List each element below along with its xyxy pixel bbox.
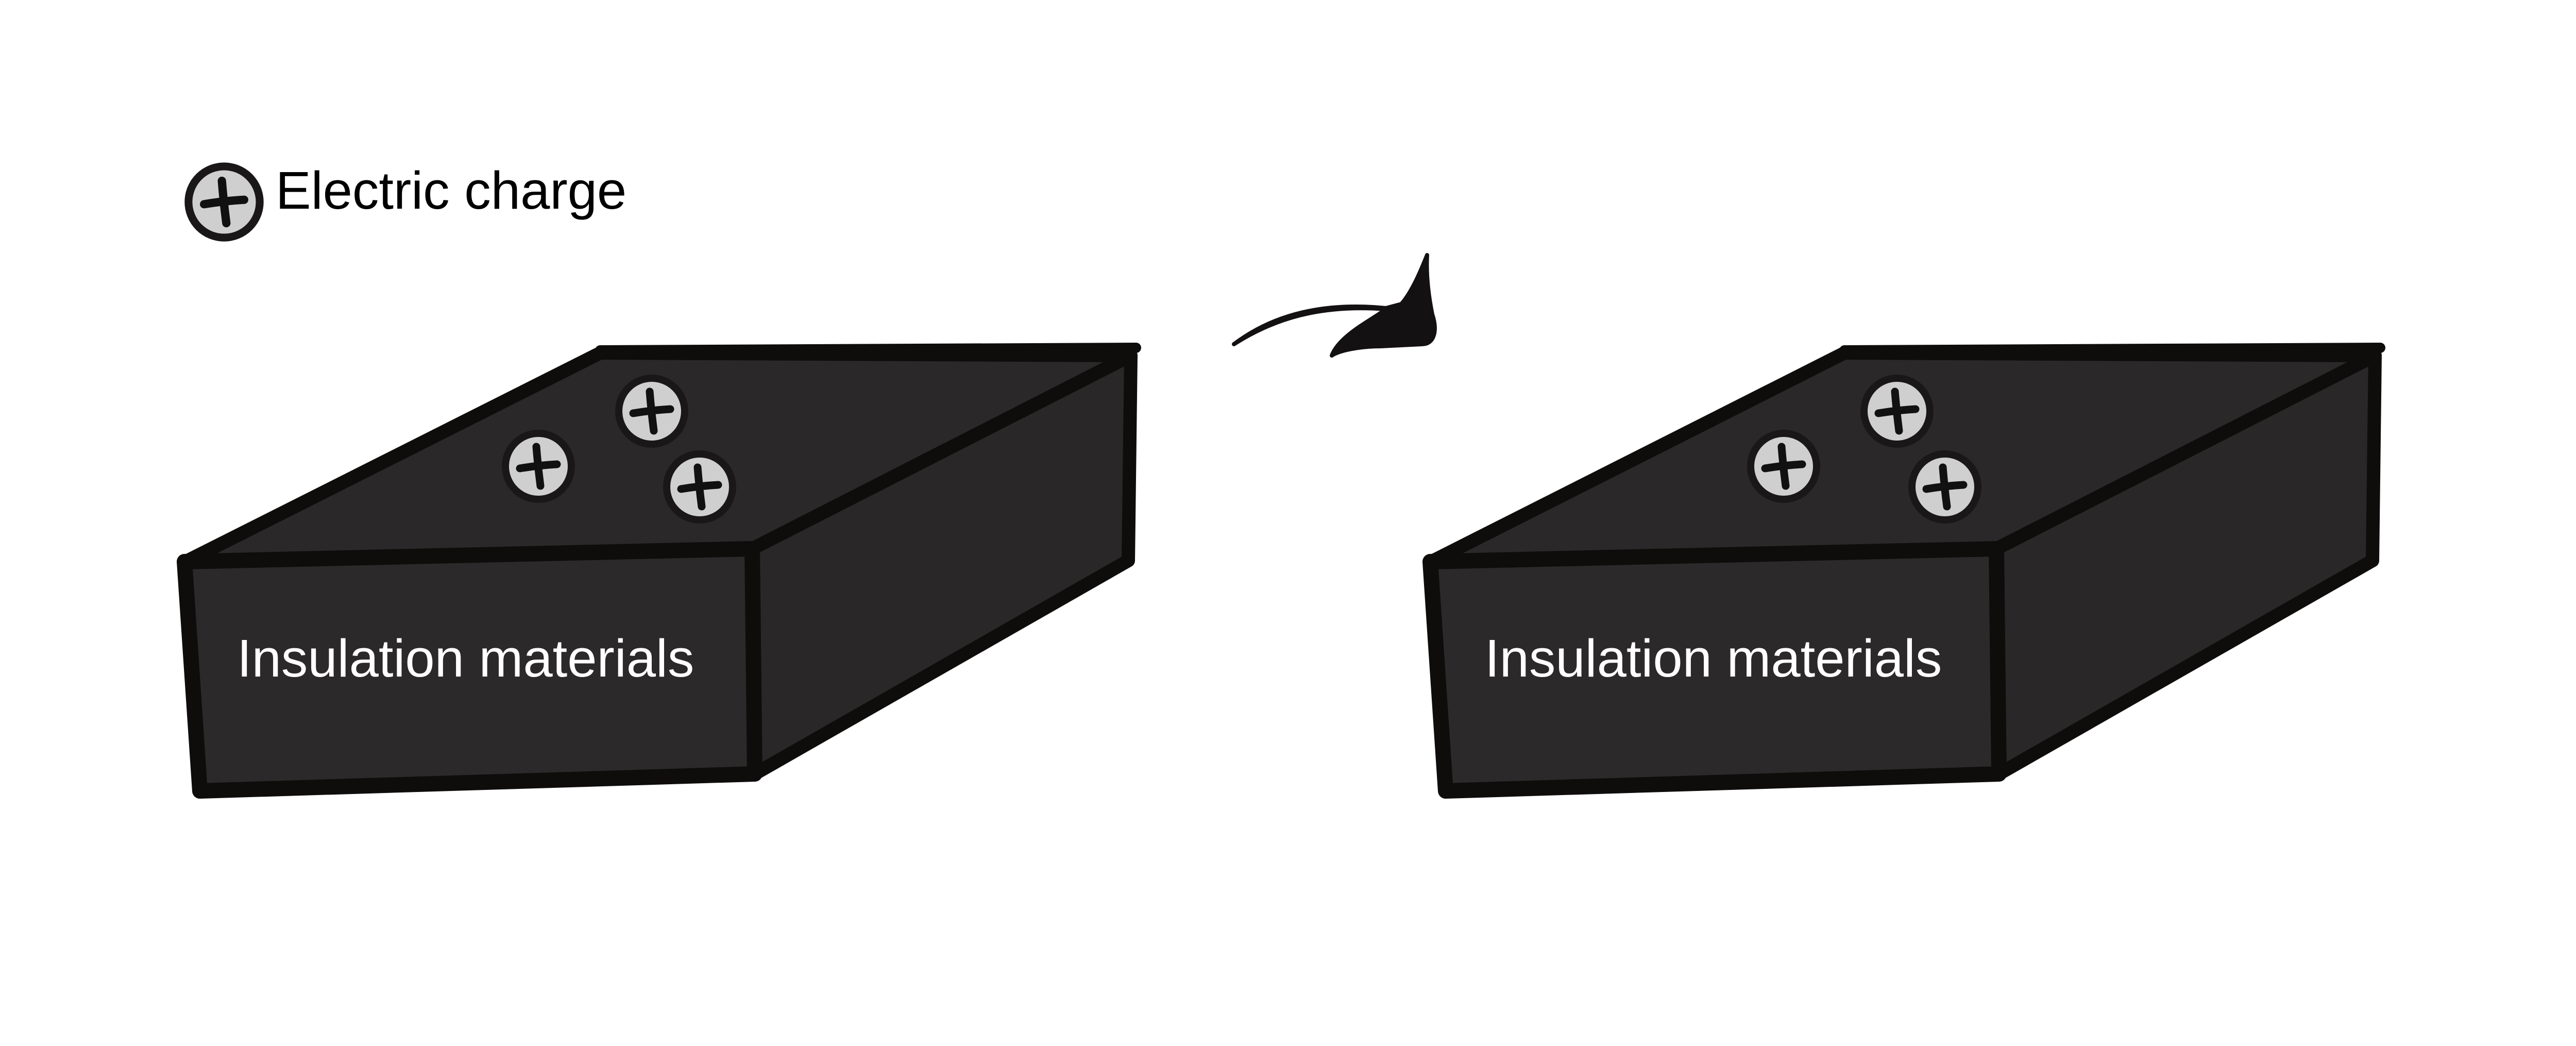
box-label: Insulation materials xyxy=(237,629,694,688)
positive-charge-icon xyxy=(667,454,733,520)
legend: Electric charge xyxy=(189,161,626,238)
curved-arrow-icon xyxy=(1232,253,1437,358)
box-edge-accent xyxy=(1839,343,2385,356)
box-label: Insulation materials xyxy=(1485,629,1942,688)
positive-charge-icon xyxy=(189,166,260,238)
positive-charge-icon xyxy=(1864,378,1930,444)
box-front-face xyxy=(177,541,762,799)
positive-charge-icon xyxy=(1912,454,1978,520)
legend-label: Electric charge xyxy=(276,161,626,220)
positive-charge-icon xyxy=(619,378,685,444)
insulation-box-before: Insulation materials xyxy=(177,343,1141,799)
insulation-box-after: Insulation materials xyxy=(1422,343,2385,799)
positive-charge-icon xyxy=(505,433,571,499)
box-edge-accent xyxy=(595,343,1141,356)
box-front-face xyxy=(1422,541,2007,799)
positive-charge-icon xyxy=(1751,433,1817,499)
